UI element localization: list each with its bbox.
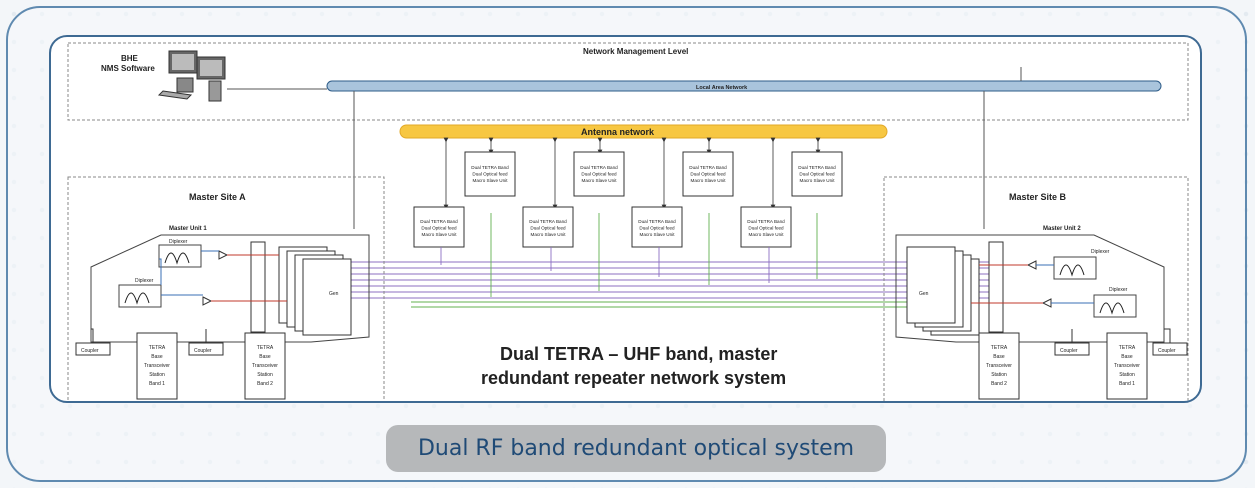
center-title-line1: Dual TETRA – UHF band, master [500, 344, 777, 364]
bts-text: Band 2 [257, 381, 273, 387]
svg-text:Coupler: Coupler [194, 348, 212, 354]
svg-text:Diplexer: Diplexer [1091, 249, 1110, 255]
bts-text: Transceiver [252, 363, 278, 369]
slave-unit-text: Dual Optical feed [472, 172, 508, 177]
slave-unit-text: Macro Slave Unit [422, 232, 458, 237]
nms-label-line1: BHE [121, 54, 139, 63]
bts-text: Transceiver [144, 363, 170, 369]
slave-unit-text: Dual Optical feed [581, 172, 617, 177]
svg-text:Diplexer: Diplexer [1109, 287, 1128, 293]
slave-unit-text: Dual Optical feed [799, 172, 835, 177]
lan-bar [326, 80, 1162, 92]
diagram-frame: Network Management Level BHE NMS Softwar… [49, 35, 1202, 403]
couplers-site-b: Coupler Coupler [1054, 328, 1188, 356]
slave-unit-text: Dual Optical feed [421, 226, 457, 231]
slave-unit-text: Dual Optical feed [748, 226, 784, 231]
bts-text: Base [993, 354, 1005, 360]
network-level-title: Network Management Level [583, 47, 688, 56]
antenna-arrows [443, 137, 821, 210]
slave-unit-text: Macro Slave Unit [473, 178, 509, 183]
slave-unit-text: Dual Optical feed [690, 172, 726, 177]
master-site-b-box [883, 176, 1189, 401]
slave-unit-text: Dual TETRA Band [529, 219, 567, 224]
bts-text: Transceiver [1114, 363, 1140, 369]
slave-unit-text: Dual TETRA Band [638, 219, 676, 224]
bts-text: Band 2 [991, 381, 1007, 387]
center-title-line2: redundant repeater network system [481, 368, 786, 388]
bts-text: Band 1 [149, 381, 165, 387]
bts-text: Station [991, 372, 1007, 378]
antenna-label: Antenna network [581, 127, 655, 137]
master-site-b-title: Master Site B [1009, 192, 1067, 202]
bts-text: TETRA [149, 345, 166, 351]
slave-unit-text: Macro Slave Unit [531, 232, 567, 237]
svg-text:Coupler: Coupler [1060, 348, 1078, 354]
master-unit-1: Gen Diplexer Diplexer [90, 234, 370, 343]
svg-text:Coupler: Coupler [81, 348, 99, 354]
slave-unit-text: Dual TETRA Band [420, 219, 458, 224]
svg-text:Diplexer: Diplexer [169, 239, 188, 245]
svg-text:Diplexer: Diplexer [135, 278, 154, 284]
slave-unit-text: Macro Slave Unit [800, 178, 836, 183]
bts-text: TETRA [991, 345, 1008, 351]
master-unit-2: Gen Diplexer Diplexer [895, 234, 1165, 343]
master-site-a-box [67, 176, 385, 401]
lan-label: Local Area Network [696, 85, 748, 91]
slave-unit-text: Dual TETRA Band [471, 165, 509, 170]
bts-text: Base [1121, 354, 1133, 360]
slave-unit-text: Dual TETRA Band [689, 165, 727, 170]
master-site-a-title: Master Site A [189, 192, 246, 202]
bts-text: Transceiver [986, 363, 1012, 369]
slave-unit-text: Dual TETRA Band [580, 165, 618, 170]
master-unit-2-label: Master Unit 2 [1043, 226, 1081, 232]
slave-unit-text: Dual Optical feed [639, 226, 675, 231]
bts-text: Station [257, 372, 273, 378]
antenna-bar [399, 124, 888, 139]
bts-text: Band 1 [1119, 381, 1135, 387]
master-unit-1-label: Master Unit 1 [169, 226, 207, 232]
bts-text: TETRA [257, 345, 274, 351]
network-diagram: Network Management Level BHE NMS Softwar… [67, 42, 1189, 401]
fiber-lines [351, 213, 1001, 308]
nms-level-box [67, 42, 1189, 121]
bts-text: Base [259, 354, 271, 360]
couplers-site-a: Coupler Coupler [75, 328, 224, 356]
slave-unit-text: Macro Slave Unit [640, 232, 676, 237]
slave-unit-text: Macro Slave Unit [691, 178, 727, 183]
slave-unit-text: Dual TETRA Band [747, 219, 785, 224]
bts-text: TETRA [1119, 345, 1136, 351]
nms-label-line2: NMS Software [101, 64, 155, 73]
slave-unit-text: Dual Optical feed [530, 226, 566, 231]
bts-text: Base [151, 354, 163, 360]
slave-unit-text: Macro Slave Unit [749, 232, 785, 237]
bts-text: Station [149, 372, 165, 378]
svg-text:Gen: Gen [919, 291, 929, 297]
svg-text:Gen: Gen [329, 291, 339, 297]
svg-text:Coupler: Coupler [1158, 348, 1176, 354]
caption-label: Dual RF band redundant optical system [386, 425, 886, 472]
bts-text: Station [1119, 372, 1135, 378]
computer-icon [157, 50, 226, 102]
slave-unit-text: Macro Slave Unit [582, 178, 618, 183]
slave-unit-text: Dual TETRA Band [798, 165, 836, 170]
